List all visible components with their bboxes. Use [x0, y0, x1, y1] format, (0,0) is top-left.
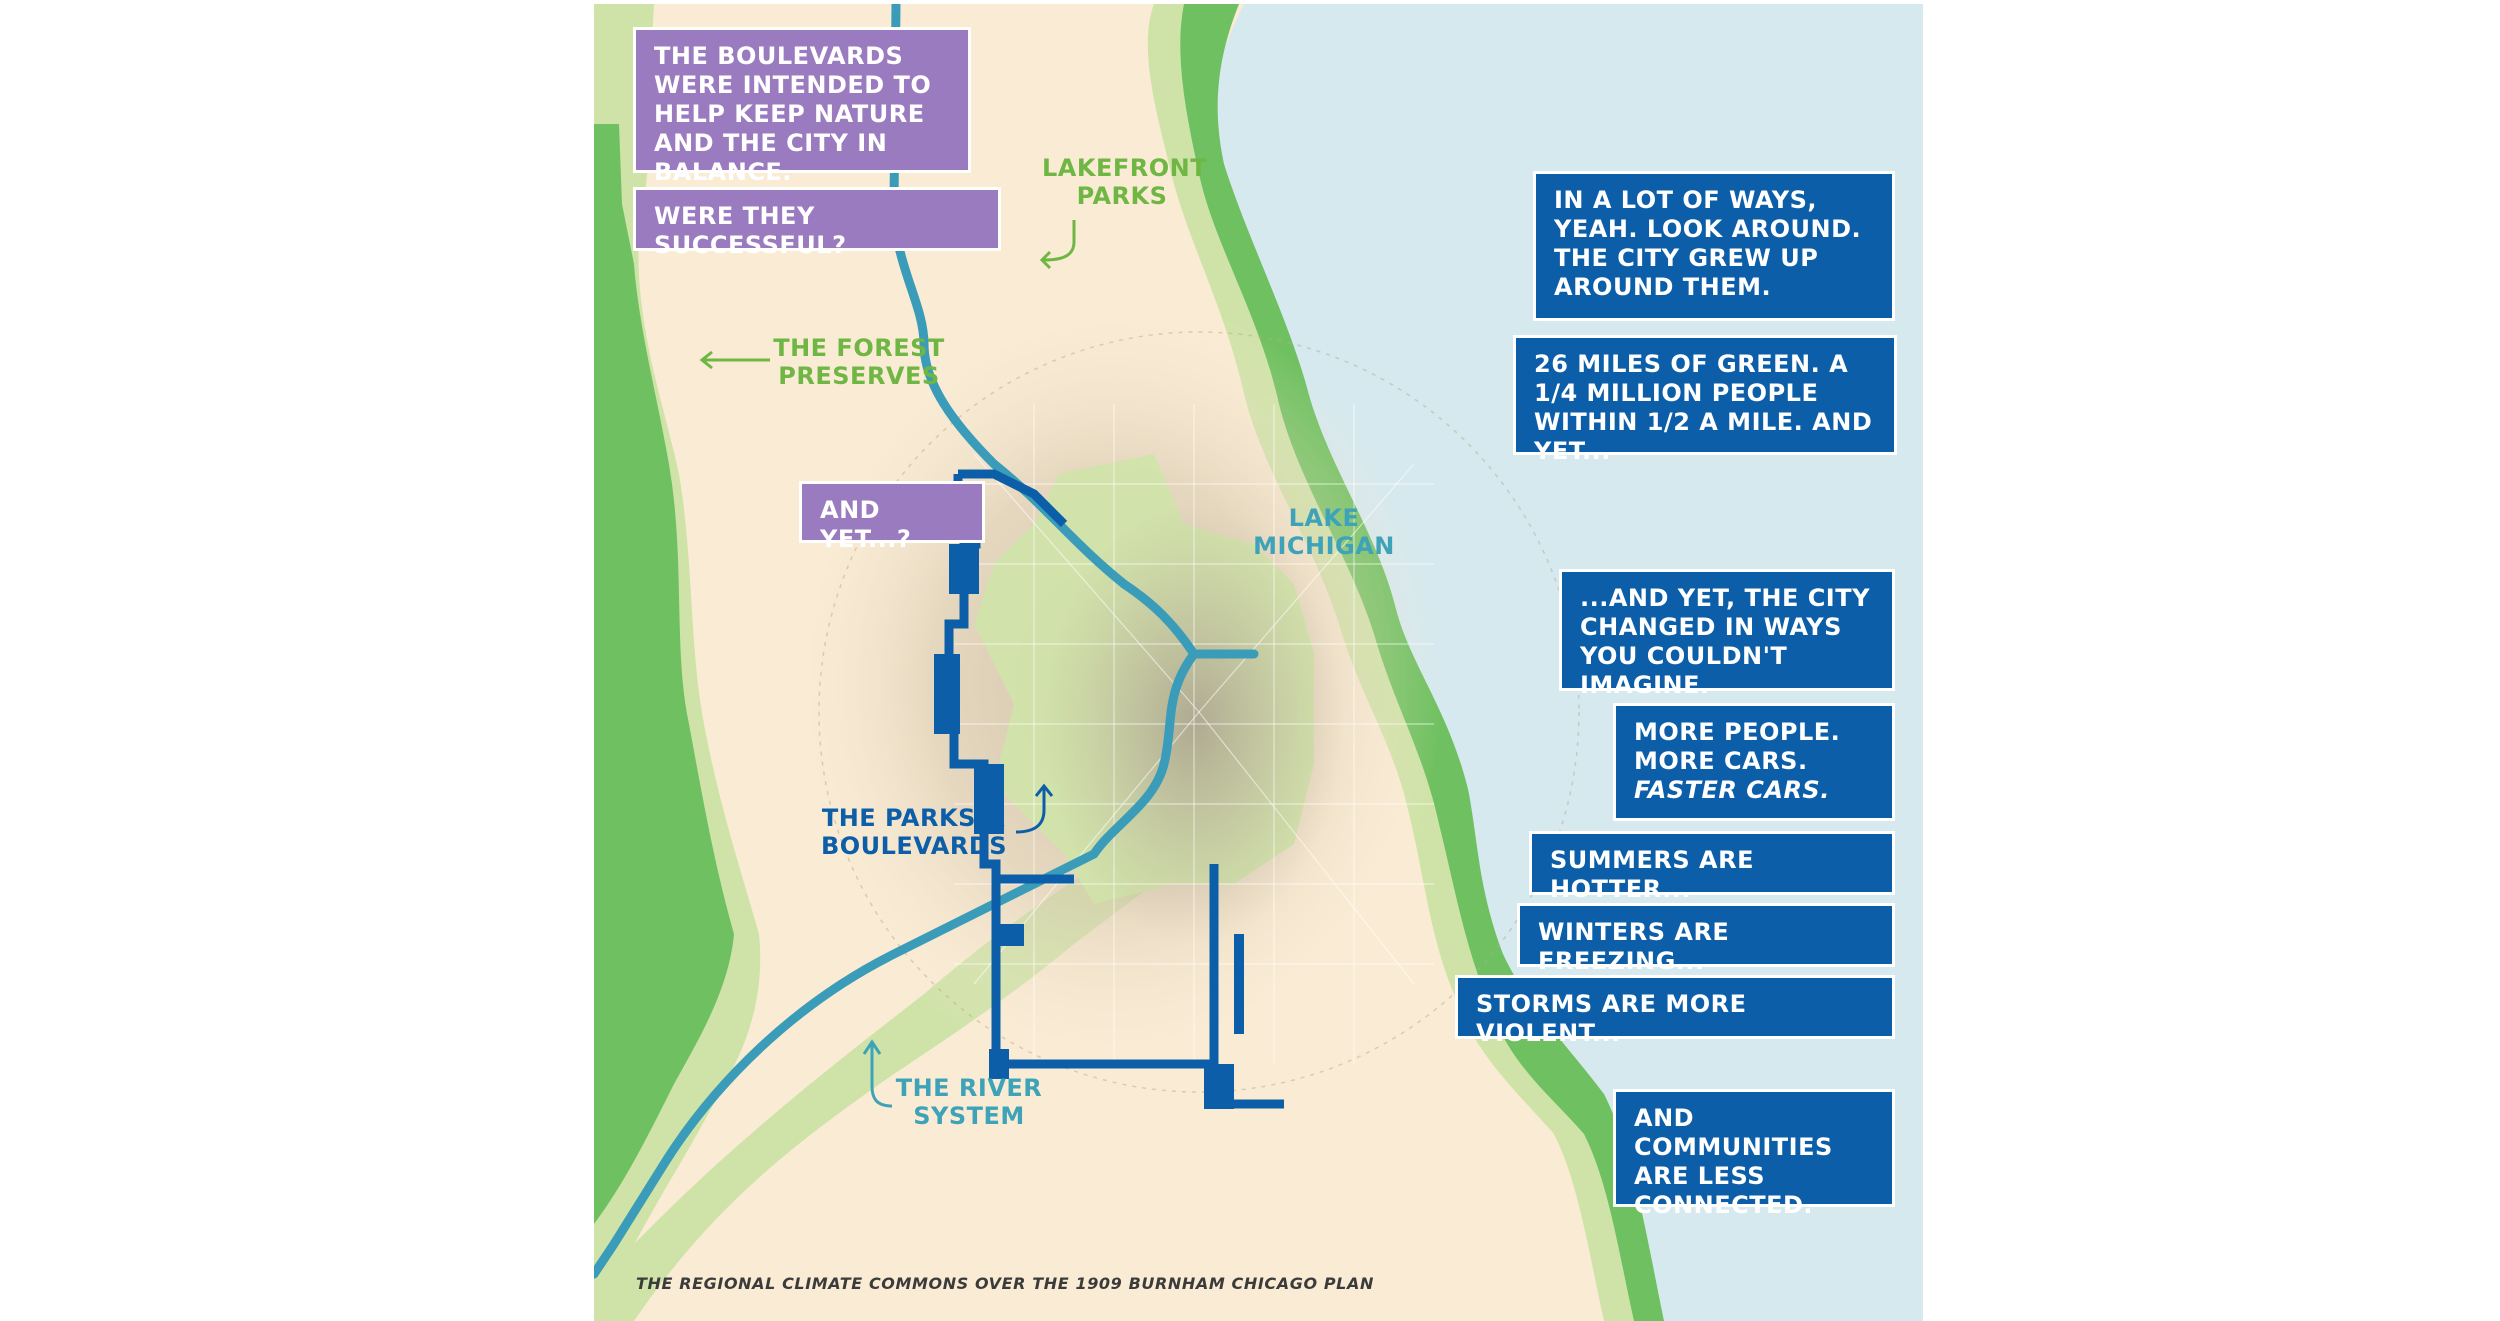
label-river-system: The River System [895, 1074, 1043, 1130]
arrow-parks-boulevards-icon [1015, 783, 1054, 834]
arrow-forest-preserves-icon [699, 350, 770, 370]
label-lakefront-parks: Lakefront Parks [1042, 154, 1208, 210]
callout-summers: Summers are hotter... [1532, 834, 1892, 903]
lakefront-parks [1180, 4, 1664, 1321]
callout-storms: Storms are more violent... [1458, 978, 1892, 1047]
callout-lot-of-ways: In a lot of ways, yeah. Look around. The… [1536, 174, 1892, 318]
map-caption: The Regional Climate Commons over the 19… [636, 1274, 1374, 1293]
callout-and-yet-question: And yet...? [802, 484, 982, 553]
callout-were-they-successful: Were they successful? [636, 190, 998, 259]
arrow-river-system-icon [862, 1039, 893, 1108]
callout-miles-of-green: 26 miles of green. A 1/4 million people … [1516, 338, 1894, 465]
forest-preserves-parks [594, 124, 734, 1224]
park-blocks [934, 544, 1244, 1109]
callout-boulevards-intent: The boulevards were intended to help kee… [636, 30, 968, 186]
callout-city-changed: ...and yet, the city changed in ways you… [1562, 572, 1892, 699]
label-lake-michigan: Lake Michigan [1253, 504, 1395, 560]
callout-communities: And communities are less connected. [1616, 1092, 1892, 1219]
map-panel: Lakefront Parks The Forest Preserves Lak… [594, 4, 1923, 1321]
label-forest-preserves: The Forest Preserves [773, 334, 945, 390]
river-system [594, 4, 1259, 1279]
label-parks-boulevards: The Parks & Boulevards [820, 804, 1008, 860]
more-people-text: More people. More cars. [1634, 718, 1841, 775]
arrow-lakefront-parks-icon [1039, 220, 1076, 270]
plan-arc [818, 331, 1580, 1093]
callout-winters: Winters are freezing... [1520, 906, 1892, 975]
faster-cars-text: Faster cars. [1634, 776, 1830, 804]
callout-more-people: More people. More cars. Faster cars. [1616, 706, 1892, 818]
